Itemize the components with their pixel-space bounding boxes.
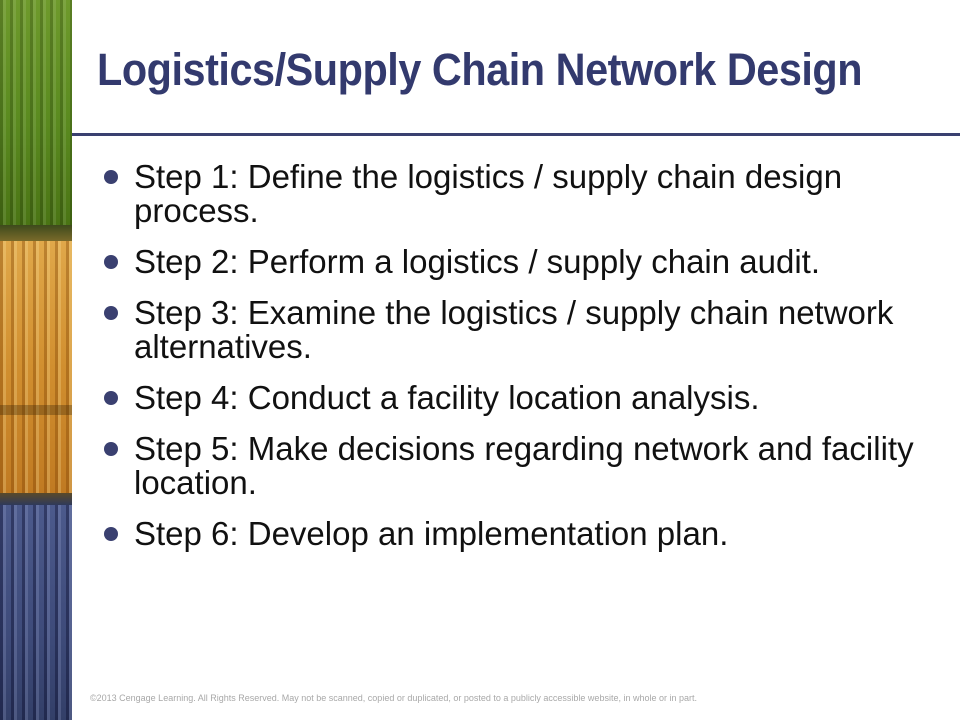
- bullet-item: Step 3: Examine the logistics / supply c…: [100, 296, 950, 364]
- bullet-text: Step 3: Examine the logistics / supply c…: [134, 294, 894, 365]
- copyright-footer: ©2013 Cengage Learning. All Rights Reser…: [90, 693, 697, 703]
- bullet-text: Step 6: Develop an implementation plan.: [134, 515, 729, 552]
- bullet-dot-icon: [104, 391, 118, 405]
- container-divider: [0, 405, 72, 415]
- bullet-dot-icon: [104, 170, 118, 184]
- bullet-text: Step 2: Perform a logistics / supply cha…: [134, 243, 821, 280]
- bullet-dot-icon: [104, 527, 118, 541]
- bullet-text: Step 4: Conduct a facility location anal…: [134, 379, 760, 416]
- container-divider: [0, 225, 72, 241]
- bullet-item: Step 6: Develop an implementation plan.: [100, 517, 950, 551]
- decorative-container-strip: [0, 0, 72, 720]
- title-divider: [72, 133, 960, 136]
- slide-title: Logistics/Supply Chain Network Design: [97, 44, 863, 95]
- bullet-text: Step 5: Make decisions regarding network…: [134, 430, 914, 501]
- bullet-item: Step 1: Define the logistics / supply ch…: [100, 160, 950, 228]
- green-container-image: [0, 0, 72, 225]
- bullet-dot-icon: [104, 255, 118, 269]
- bullet-dot-icon: [104, 442, 118, 456]
- bullet-item: Step 2: Perform a logistics / supply cha…: [100, 245, 950, 279]
- bullet-item: Step 4: Conduct a facility location anal…: [100, 381, 950, 415]
- orange-container-image: [0, 241, 72, 493]
- container-divider: [0, 493, 72, 505]
- bullet-dot-icon: [104, 306, 118, 320]
- bullet-item: Step 5: Make decisions regarding network…: [100, 432, 950, 500]
- bullet-list: Step 1: Define the logistics / supply ch…: [100, 160, 950, 568]
- blue-container-image: [0, 505, 72, 720]
- bullet-text: Step 1: Define the logistics / supply ch…: [134, 158, 843, 229]
